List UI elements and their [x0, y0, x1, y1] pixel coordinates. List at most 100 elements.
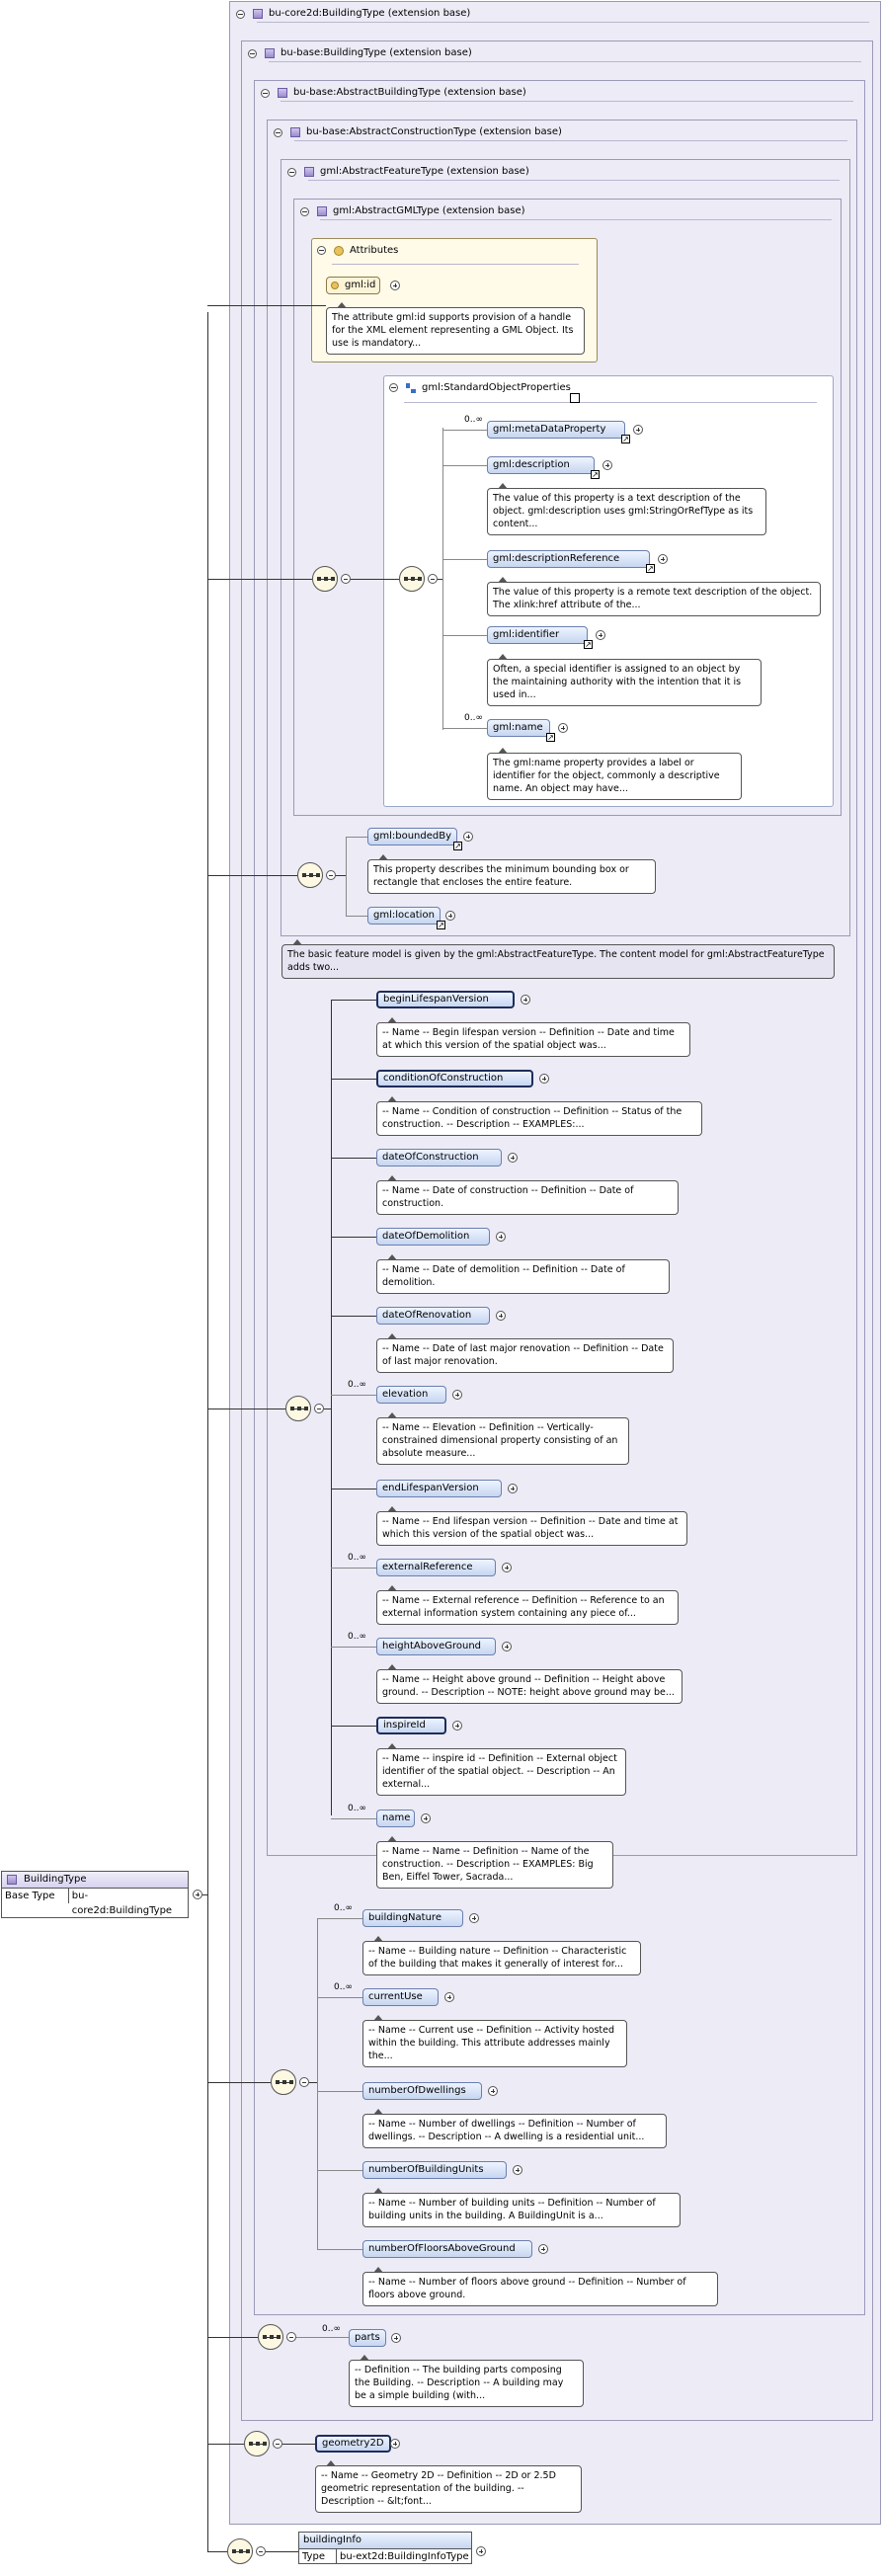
element-dateOfDemolition[interactable]: dateOfDemolition	[376, 1228, 490, 1246]
gml-location[interactable]: gml:location↗	[367, 907, 445, 929]
expand-icon[interactable]	[538, 2244, 548, 2254]
expand-icon[interactable]	[469, 1913, 479, 1923]
connector-line	[331, 1158, 376, 1159]
sop-element-gml-name[interactable]: gml:name↗	[487, 719, 555, 742]
collapse-icon[interactable]	[317, 246, 326, 255]
element-dateOfConstruction[interactable]: dateOfConstruction	[376, 1149, 502, 1167]
element-externalReference[interactable]: externalReference	[376, 1559, 496, 1576]
element-doc: -- Name -- Date of demolition -- Definit…	[376, 1254, 670, 1294]
element-doc: -- Name -- Begin lifespan version -- Def…	[376, 1017, 690, 1057]
collapse-icon[interactable]	[389, 383, 398, 392]
sequence-collapse-icon[interactable]	[299, 2077, 309, 2087]
attribute-gml-id[interactable]: gml:id	[326, 277, 381, 294]
collapse-icon[interactable]	[274, 127, 282, 137]
link-icon: ↗	[546, 733, 555, 742]
element-name[interactable]: name	[376, 1810, 415, 1827]
sequence-collapse-icon[interactable]	[314, 1404, 324, 1413]
expand-icon[interactable]	[496, 1232, 506, 1242]
element-numberOfBuildingUnits[interactable]: numberOfBuildingUnits	[362, 2161, 507, 2179]
collapse-icon[interactable]	[236, 9, 245, 19]
sop-element-gml-descriptionReference[interactable]: gml:descriptionReference↗	[487, 550, 655, 573]
element-doc: -- Name -- Date of last major renovation…	[376, 1333, 674, 1373]
expand-icon[interactable]	[539, 1074, 549, 1084]
element-endLifespanVersion[interactable]: endLifespanVersion	[376, 1480, 502, 1497]
link-icon: ↗	[621, 435, 630, 443]
sequence-icon[interactable]	[312, 566, 338, 592]
frame-title: gml:AbstractFeatureType (extension base)	[320, 166, 529, 177]
root-element-box[interactable]: BuildingType Base Type bu-core2d:Buildin…	[1, 1871, 189, 1918]
expand-icon[interactable]	[508, 1153, 518, 1163]
element-currentUse[interactable]: currentUse	[362, 1988, 439, 2006]
collapse-icon[interactable]	[300, 206, 309, 216]
sequence-icon[interactable]	[399, 566, 425, 592]
expand-icon[interactable]	[391, 2333, 401, 2343]
element-elevation[interactable]: elevation	[376, 1386, 446, 1404]
element-numberOfFloorsAboveGround[interactable]: numberOfFloorsAboveGround	[362, 2240, 532, 2258]
sequence-icon[interactable]	[244, 2431, 270, 2456]
sop-element-gml-description[interactable]: gml:description↗	[487, 456, 600, 479]
sequence-collapse-icon[interactable]	[341, 574, 351, 584]
gml-bounded-by[interactable]: gml:boundedBy↗	[367, 828, 463, 850]
expand-icon[interactable]	[390, 281, 400, 290]
sequence-icon[interactable]	[297, 862, 323, 888]
expand-icon[interactable]	[513, 2165, 522, 2175]
expand-icon[interactable]	[596, 630, 605, 640]
sequence-collapse-icon[interactable]	[428, 574, 438, 584]
element-label: gml:name	[493, 722, 543, 733]
expand-icon[interactable]	[488, 2086, 498, 2096]
element-doc: -- Name -- External reference -- Definit…	[376, 1585, 679, 1625]
expand-icon[interactable]	[508, 1484, 518, 1493]
expand-icon[interactable]	[452, 1721, 462, 1731]
expand-icon[interactable]	[445, 911, 455, 921]
bounded-by-doc: This property describes the minimum boun…	[367, 854, 656, 894]
sop-link-icon[interactable]	[570, 393, 580, 403]
element-numberOfDwellings[interactable]: numberOfDwellings	[362, 2082, 482, 2100]
sequence-collapse-icon[interactable]	[273, 2439, 282, 2449]
sop-title: gml:StandardObjectProperties	[422, 382, 571, 393]
collapse-icon[interactable]	[248, 48, 257, 58]
element-geometry2d[interactable]: geometry2D	[315, 2435, 391, 2453]
frame-title: bu-base:AbstractBuildingType (extension …	[293, 87, 526, 98]
collapse-icon[interactable]	[287, 167, 296, 177]
sequence-icon[interactable]	[285, 1396, 311, 1421]
expand-icon[interactable]	[502, 1642, 512, 1651]
element-inspireId[interactable]: inspireId	[376, 1717, 446, 1734]
expand-icon[interactable]	[502, 1563, 512, 1572]
expand-icon[interactable]	[602, 460, 612, 470]
sequence-collapse-icon[interactable]	[326, 870, 336, 880]
expand-icon[interactable]	[452, 1390, 462, 1400]
sequence-icon[interactable]	[271, 2069, 296, 2095]
collapse-icon[interactable]	[261, 88, 270, 98]
element-label: gml:metaDataProperty	[493, 424, 606, 435]
building-info-element[interactable]: buildingInfo Type bu-ext2d:BuildingInfoT…	[298, 2532, 472, 2564]
frame-title: bu-core2d:BuildingType (extension base)	[269, 8, 471, 19]
sop-element-gml-metaDataProperty[interactable]: gml:metaDataProperty ↗	[487, 421, 630, 443]
expand-icon[interactable]	[444, 1992, 454, 2002]
expand-icon[interactable]	[558, 723, 568, 733]
expand-icon[interactable]	[390, 2439, 400, 2449]
connector-line	[331, 1395, 376, 1396]
building-info-type-label: Type	[299, 2549, 337, 2564]
sequence-collapse-icon[interactable]	[256, 2546, 266, 2556]
element-heightAboveGround[interactable]: heightAboveGround	[376, 1638, 496, 1655]
element-parts[interactable]: parts	[349, 2329, 386, 2347]
element-dateOfRenovation[interactable]: dateOfRenovation	[376, 1307, 490, 1325]
link-icon: ↗	[591, 470, 600, 479]
expand-icon[interactable]	[658, 554, 668, 564]
link-icon: ↗	[453, 842, 463, 850]
sequence-collapse-icon[interactable]	[286, 2332, 296, 2342]
expand-icon[interactable]	[463, 832, 473, 842]
expand-icon[interactable]	[476, 2546, 486, 2556]
expand-icon[interactable]	[633, 425, 643, 435]
base-type-label: Base Type	[2, 1889, 69, 1903]
sop-element-gml-identifier[interactable]: gml:identifier↗	[487, 626, 593, 649]
root-expand-icon[interactable]	[193, 1890, 202, 1899]
element-buildingNature[interactable]: buildingNature	[362, 1909, 463, 1927]
element-beginLifespanVersion[interactable]: beginLifespanVersion	[376, 991, 515, 1008]
sequence-icon[interactable]	[227, 2538, 253, 2564]
element-conditionOfConstruction[interactable]: conditionOfConstruction	[376, 1070, 533, 1087]
expand-icon[interactable]	[496, 1311, 506, 1321]
sequence-icon[interactable]	[258, 2324, 283, 2350]
expand-icon[interactable]	[421, 1813, 431, 1823]
expand-icon[interactable]	[521, 995, 530, 1005]
